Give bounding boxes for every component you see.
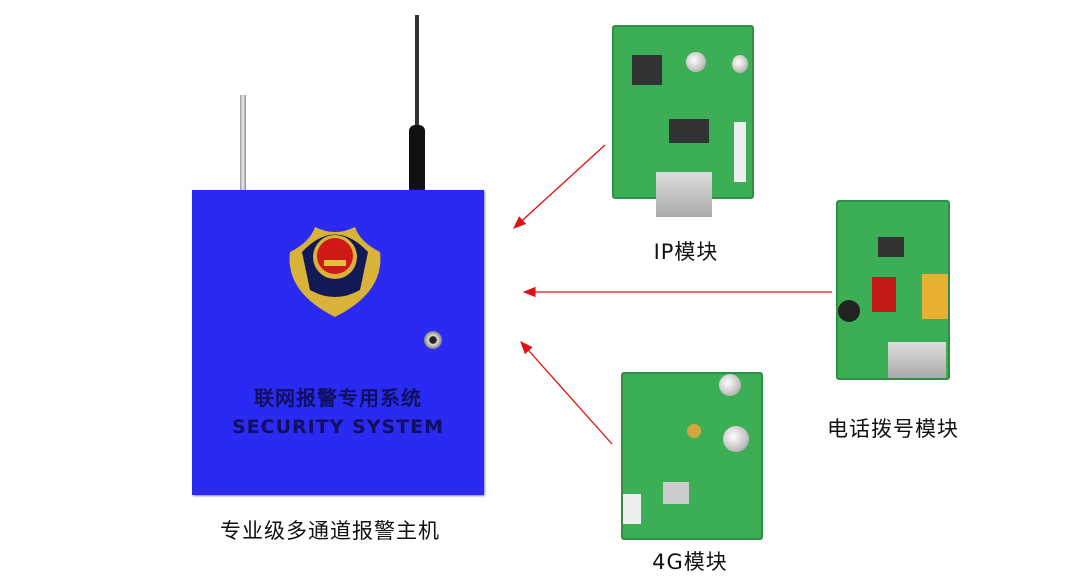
phone-dial-module-board (836, 200, 950, 380)
host-title-en: SECURITY SYSTEM (231, 416, 445, 438)
antenna-left (240, 95, 246, 190)
4g-module-board (621, 372, 763, 540)
host-title-cn: 联网报警专用系统 (254, 386, 422, 410)
arrow-4g-to-host (520, 341, 613, 445)
antenna-right (415, 15, 419, 175)
4g-module-label: 4G模块 (652, 550, 728, 574)
ip-module-label: IP模块 (653, 240, 719, 264)
antenna-base (409, 125, 425, 191)
arrow-ip-to-host (513, 144, 606, 229)
phone-dial-module-label: 电话拨号模块 (827, 417, 959, 441)
ip-module-board (612, 25, 754, 217)
police-emblem-icon (289, 227, 381, 317)
host-caption: 专业级多通道报警主机 (220, 519, 440, 543)
keyhole-lock-icon (424, 331, 442, 349)
